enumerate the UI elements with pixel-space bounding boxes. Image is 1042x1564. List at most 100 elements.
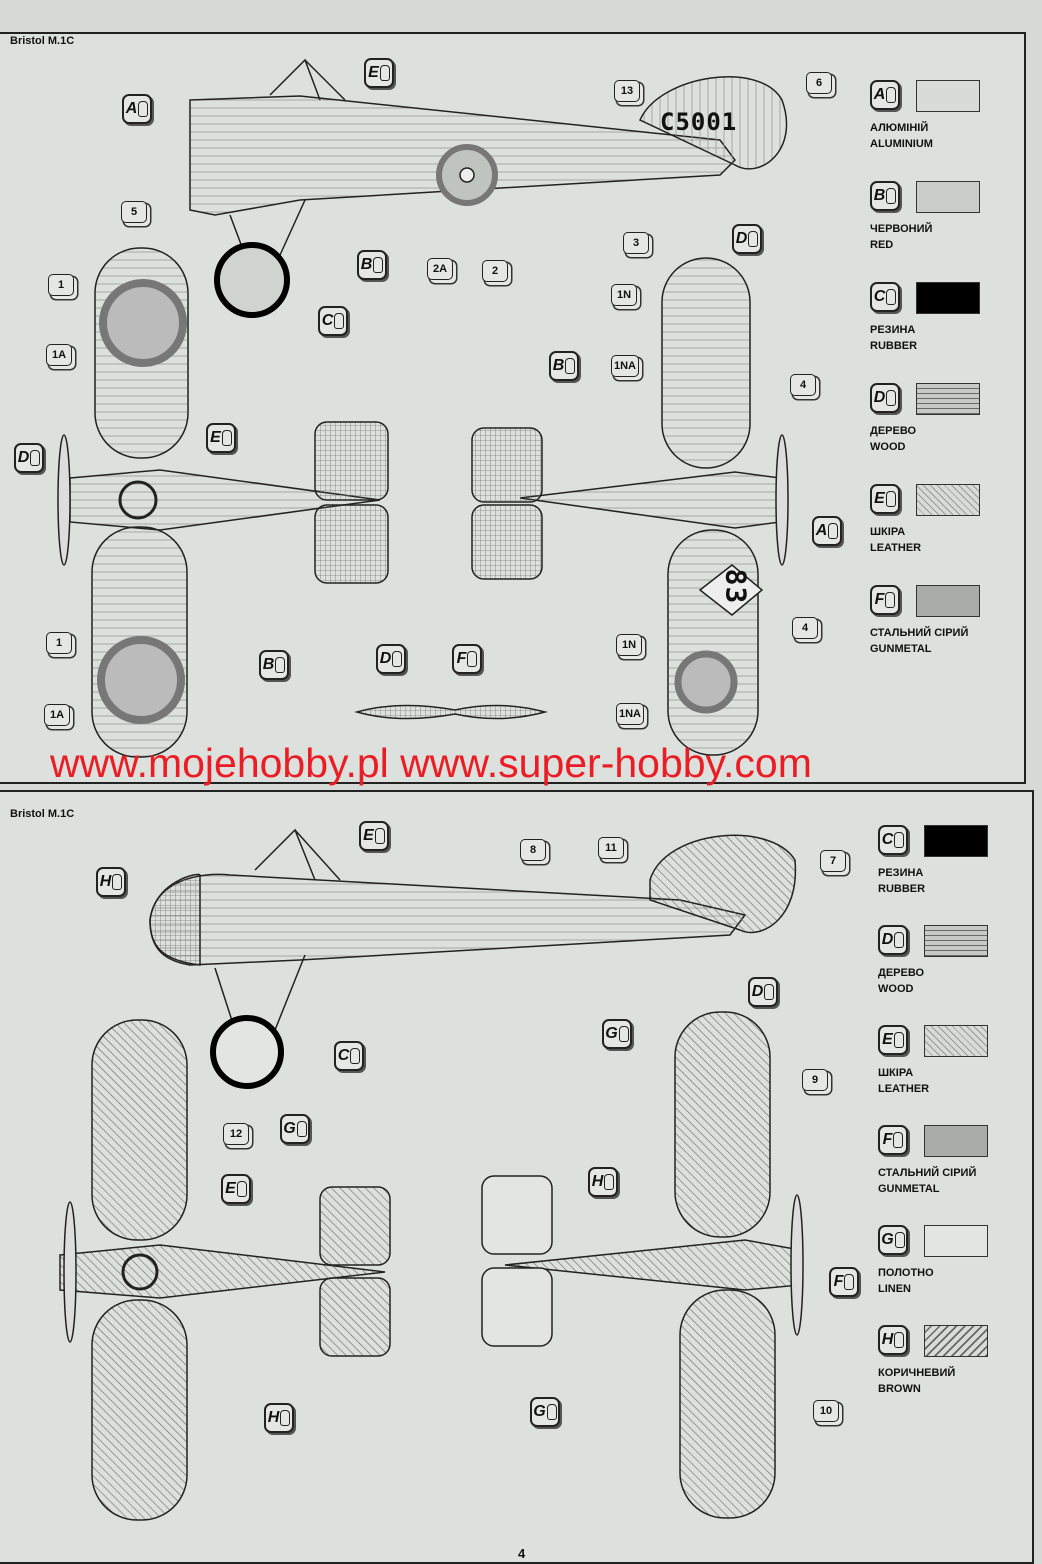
paint-ref-e: E: [870, 484, 900, 514]
decal-number-1: 1: [46, 632, 72, 654]
decal-number-9: 9: [802, 1069, 828, 1091]
color-name-ua: ПОЛОТНО: [878, 1267, 934, 1279]
paint-ref-letter: B: [262, 656, 275, 673]
color-name-en: LEATHER: [878, 1083, 930, 1095]
paint-ref-letter: D: [17, 449, 30, 466]
color-name-ua: ДЕРЕВО: [878, 967, 925, 979]
paint-pot-icon: [828, 523, 839, 539]
paint-pot-icon: [236, 1181, 247, 1197]
paint-pot-icon: [392, 651, 403, 667]
color-swatch: [916, 383, 980, 415]
color-name-en: GUNMETAL: [878, 1183, 940, 1195]
paint-ref-g: G: [530, 1397, 560, 1427]
paint-ref-letter: G: [605, 1025, 618, 1042]
color-swatch: [924, 1125, 988, 1157]
paint-ref-letter: E: [363, 827, 374, 844]
paint-pot-icon: [844, 1274, 855, 1290]
paint-ref-letter: A: [815, 522, 828, 539]
color-swatch: [924, 825, 988, 857]
paint-ref-g: G: [280, 1114, 310, 1144]
paint-pot-icon: [894, 832, 905, 848]
paint-ref-b: B: [870, 181, 900, 211]
paint-ref-letter: F: [833, 1273, 844, 1290]
paint-pot-icon: [334, 313, 345, 329]
paint-ref-letter: G: [283, 1120, 296, 1137]
decal-number-1: 1: [48, 274, 74, 296]
paint-pot-icon: [379, 65, 390, 81]
paint-ref-letter: C: [873, 288, 886, 305]
paint-pot-icon: [374, 828, 385, 844]
color-name-ua: РЕЗИНА: [870, 324, 916, 336]
panel-title: Bristol M.1C: [10, 35, 75, 47]
paint-pot-icon: [886, 188, 897, 204]
serial-number: C5001: [660, 108, 738, 136]
decal-number-1na: 1NA: [616, 703, 645, 725]
paint-ref-h: H: [588, 1167, 618, 1197]
paint-ref-a: A: [812, 516, 842, 546]
paint-pot-icon: [885, 592, 896, 608]
color-name-en: LEATHER: [870, 542, 922, 554]
color-swatch: [916, 181, 980, 213]
paint-pot-icon: [893, 1132, 904, 1148]
paint-ref-letter: A: [125, 100, 138, 117]
paint-ref-letter: D: [751, 983, 764, 1000]
color-name-ua: ШКІРА: [870, 526, 906, 538]
color-name-ua: СТАЛЬНИЙ СІРИЙ: [870, 627, 969, 639]
paint-ref-letter: D: [881, 931, 894, 948]
decal-number-4: 4: [792, 617, 818, 639]
paint-pot-icon: [467, 651, 478, 667]
paint-ref-letter: H: [267, 1409, 280, 1426]
paint-pot-icon: [886, 87, 897, 103]
paint-ref-f: F: [452, 644, 482, 674]
paint-pot-icon: [894, 932, 905, 948]
paint-ref-letter: E: [225, 1180, 236, 1197]
paint-pot-icon: [886, 289, 897, 305]
paint-ref-letter: H: [881, 1331, 894, 1348]
color-name-en: RUBBER: [878, 883, 926, 895]
paint-ref-e: E: [221, 1174, 251, 1204]
paint-ref-f: F: [878, 1125, 908, 1155]
paint-ref-letter: C: [881, 831, 894, 848]
paint-pot-icon: [350, 1048, 361, 1064]
paint-ref-d: D: [870, 383, 900, 413]
color-swatch: [916, 80, 980, 112]
decal-number-2: 2: [482, 260, 508, 282]
decal-number-1a: 1A: [46, 344, 72, 366]
paint-ref-letter: B: [360, 256, 373, 273]
color-name-ua: РЕЗИНА: [878, 867, 924, 879]
paint-ref-h: H: [96, 867, 126, 897]
color-swatch: [916, 282, 980, 314]
paint-pot-icon: [280, 1410, 291, 1426]
color-name-ua: КОРИЧНЕВИЙ: [878, 1367, 956, 1379]
color-swatch: [916, 585, 980, 617]
color-name-en: LINEN: [878, 1283, 911, 1295]
paint-pot-icon: [275, 657, 286, 673]
paint-pot-icon: [894, 1232, 905, 1248]
paint-ref-f: F: [829, 1267, 859, 1297]
paint-ref-d: D: [14, 443, 44, 473]
paint-ref-letter: G: [533, 1403, 546, 1420]
color-swatch: [924, 925, 988, 957]
paint-ref-letter: E: [210, 429, 221, 446]
paint-ref-b: B: [357, 250, 387, 280]
paint-ref-d: D: [732, 224, 762, 254]
color-name-ua: ЧЕРВОНИЙ: [870, 223, 933, 235]
paint-ref-letter: G: [881, 1231, 894, 1248]
paint-pot-icon: [30, 450, 41, 466]
paint-pot-icon: [894, 1332, 905, 1348]
paint-pot-icon: [893, 1032, 904, 1048]
paint-ref-c: C: [878, 825, 908, 855]
paint-ref-h: H: [878, 1325, 908, 1355]
paint-ref-letter: E: [874, 490, 885, 507]
decal-number-3: 3: [623, 232, 649, 254]
paint-ref-c: C: [334, 1041, 364, 1071]
paint-pot-icon: [764, 984, 775, 1000]
color-name-ua: АЛЮМІНІЙ: [870, 122, 929, 134]
color-name-ua: СТАЛЬНИЙ СІРИЙ: [878, 1167, 977, 1179]
color-name-en: RUBBER: [870, 340, 918, 352]
paint-pot-icon: [565, 358, 576, 374]
decal-number-1n: 1N: [611, 284, 637, 306]
paint-ref-a: A: [122, 94, 152, 124]
paint-pot-icon: [604, 1174, 615, 1190]
color-name-en: GUNMETAL: [870, 643, 932, 655]
